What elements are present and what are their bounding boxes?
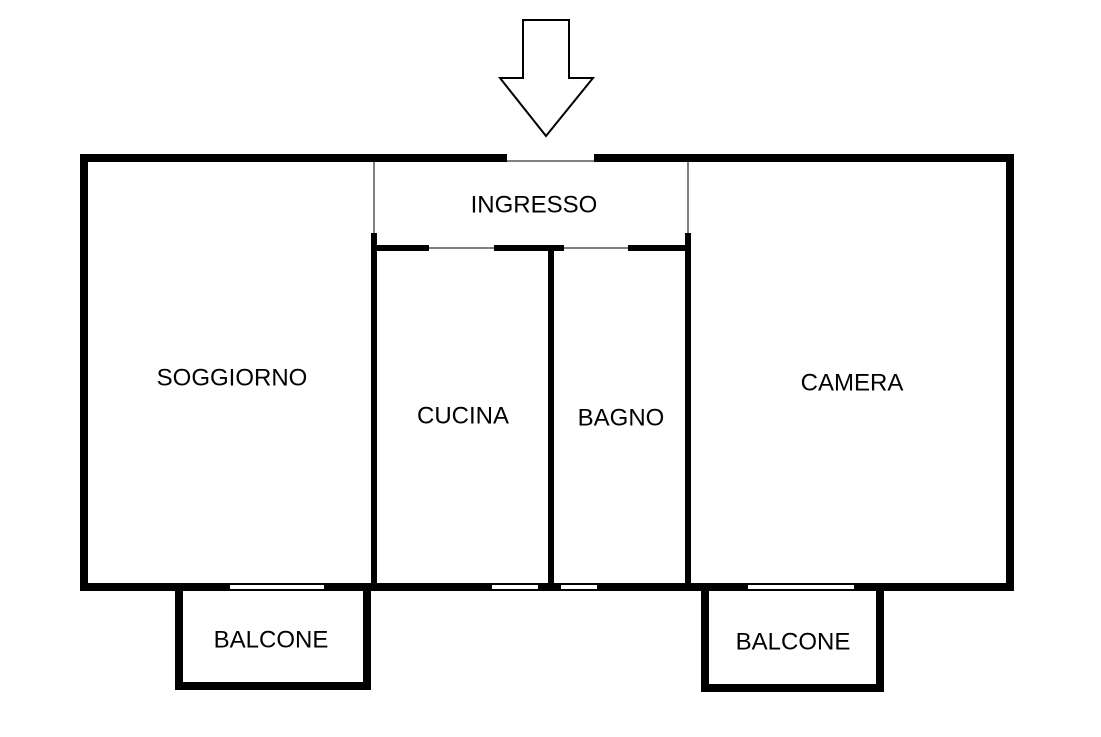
room-label-bagno: BAGNO [578, 404, 665, 431]
room-label-camera: CAMERA [801, 369, 904, 396]
room-label-soggiorno: SOGGIORNO [157, 364, 308, 391]
room-label-balcone-left: BALCONE [214, 626, 329, 653]
balcony-left [175, 591, 371, 690]
interior-walls [371, 154, 691, 591]
outer-walls [80, 154, 1014, 591]
room-label-ingresso: INGRESSO [471, 191, 598, 218]
room-label-cucina: CUCINA [417, 402, 509, 429]
entrance-arrow-icon [497, 19, 596, 138]
balcony-right [701, 591, 884, 692]
door-openings [373, 160, 689, 249]
room-label-balcone-right: BALCONE [736, 628, 851, 655]
windows [230, 585, 854, 589]
